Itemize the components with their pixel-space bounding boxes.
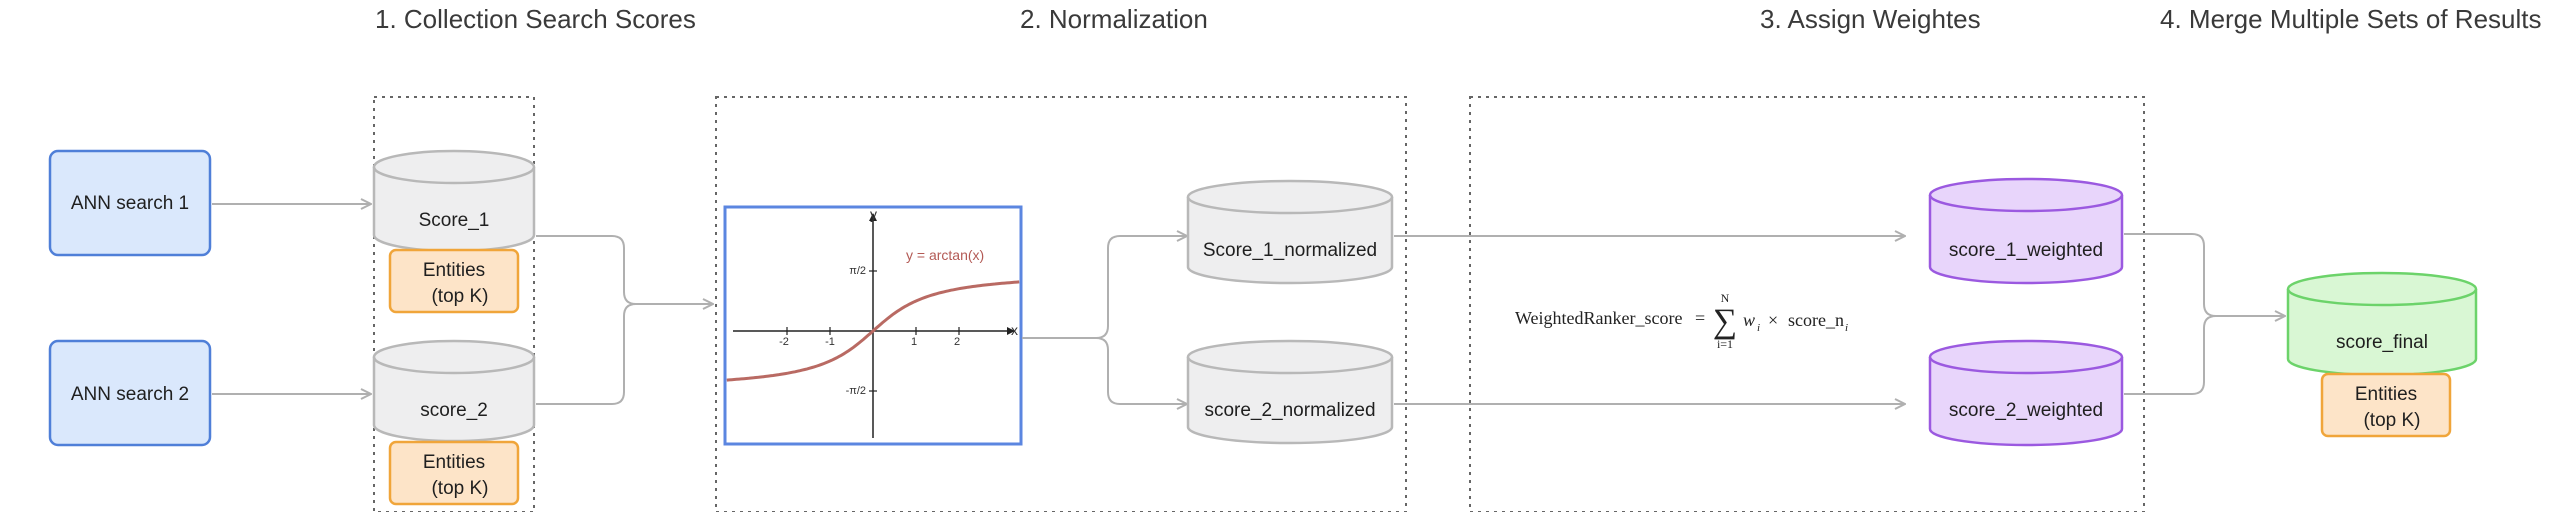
score-final-cylinder[interactable]: score_final — [2286, 271, 2478, 377]
stage-title-collection: 1. Collection Search Scores — [375, 4, 696, 34]
stage-title-merge: 4. Merge Multiple Sets of Results — [2160, 4, 2542, 34]
score-1-cylinder[interactable]: Score_1 — [372, 149, 536, 253]
score-2-weighted-label: score_2_weighted — [1949, 400, 2103, 421]
entities-topk-1: Entities (top K) — [388, 248, 520, 314]
connector-plot-to-norm1 — [1022, 236, 1186, 339]
entities-2-line1: Entities — [423, 452, 485, 473]
stage-title-normalization: 2. Normalization — [1020, 4, 1208, 34]
score-2-weighted-cylinder[interactable]: score_2_weighted — [1928, 339, 2124, 447]
formula-weight: w — [1743, 310, 1755, 330]
entities-1-line2: (top K) — [431, 286, 488, 307]
formula-sum-lower: i=1 — [1717, 337, 1733, 351]
plot-y-tick-pos: π/2 — [849, 265, 866, 277]
entities-2-line2: (top K) — [431, 478, 488, 499]
formula-lhs: WeightedRanker_score — [1515, 308, 1682, 328]
formula-sum-upper: N — [1721, 291, 1730, 305]
entities-topk-2: Entities (top K) — [388, 440, 520, 506]
score-1-weighted-cylinder[interactable]: score_1_weighted — [1928, 177, 2124, 285]
entities-topk-final: Entities (top K) — [2320, 372, 2452, 438]
ann-search-2-box[interactable]: ANN search 2 — [48, 339, 212, 447]
score-final-label: score_final — [2336, 332, 2428, 353]
plot-x-tick-2: 2 — [954, 336, 960, 348]
entities-final-line2: (top K) — [2363, 410, 2420, 431]
formula-sum-symbol: ∑ — [1713, 303, 1737, 340]
arctan-plot: x y -2 -1 1 2 π/2 -π/2 y = arctan(x) — [723, 205, 1023, 446]
formula-weight-sub: i — [1757, 322, 1760, 334]
score-2-normalized-label: score_2_normalized — [1204, 400, 1375, 421]
entities-final-line1: Entities — [2355, 384, 2417, 405]
plot-x-label: x — [1011, 322, 1018, 338]
score-1-normalized-label: Score_1_normalized — [1203, 240, 1377, 261]
formula-score: score_n — [1788, 310, 1844, 330]
score-2-label: score_2 — [420, 400, 488, 421]
score-2-normalized-cylinder[interactable]: score_2_normalized — [1186, 339, 1394, 445]
connector-score1-merge — [536, 235, 712, 304]
collection-stage-frame — [373, 96, 535, 512]
formula-times: × — [1768, 310, 1778, 330]
ann-search-1-label: ANN search 1 — [71, 193, 189, 214]
connector-weighted2-merge — [2124, 315, 2217, 395]
plot-y-tick-neg: -π/2 — [846, 385, 866, 397]
plot-x-tick-neg1: -1 — [825, 336, 835, 348]
entities-1-line1: Entities — [423, 260, 485, 281]
score-2-cylinder[interactable]: score_2 — [372, 339, 536, 443]
ann-search-2-label: ANN search 2 — [71, 384, 189, 405]
formula-equals: = — [1695, 308, 1705, 328]
normalization-stage-frame — [715, 96, 1407, 512]
formula-score-sub: i — [1845, 322, 1848, 334]
score-1-label: Score_1 — [419, 210, 490, 231]
plot-y-label: y — [870, 206, 877, 222]
plot-x-tick-1: 1 — [911, 336, 917, 348]
arctan-curve — [726, 280, 1020, 382]
connector-score2-merge — [536, 303, 637, 405]
score-1-normalized-cylinder[interactable]: Score_1_normalized — [1186, 179, 1394, 285]
weighted-ranker-formula: WeightedRanker_score = N ∑ i=1 w i × sco… — [1515, 291, 1848, 351]
stage-title-weights: 3. Assign Weightes — [1760, 4, 1981, 34]
ann-search-1-box[interactable]: ANN search 1 — [48, 149, 212, 257]
plot-x-tick-neg2: -2 — [779, 336, 789, 348]
weights-stage-frame — [1469, 96, 2145, 512]
connector-weighted1-merge — [2124, 233, 2284, 316]
score-1-weighted-label: score_1_weighted — [1949, 240, 2103, 261]
connector-plot-to-norm2 — [1095, 337, 1186, 404]
arctan-curve-label: y = arctan(x) — [906, 247, 984, 263]
